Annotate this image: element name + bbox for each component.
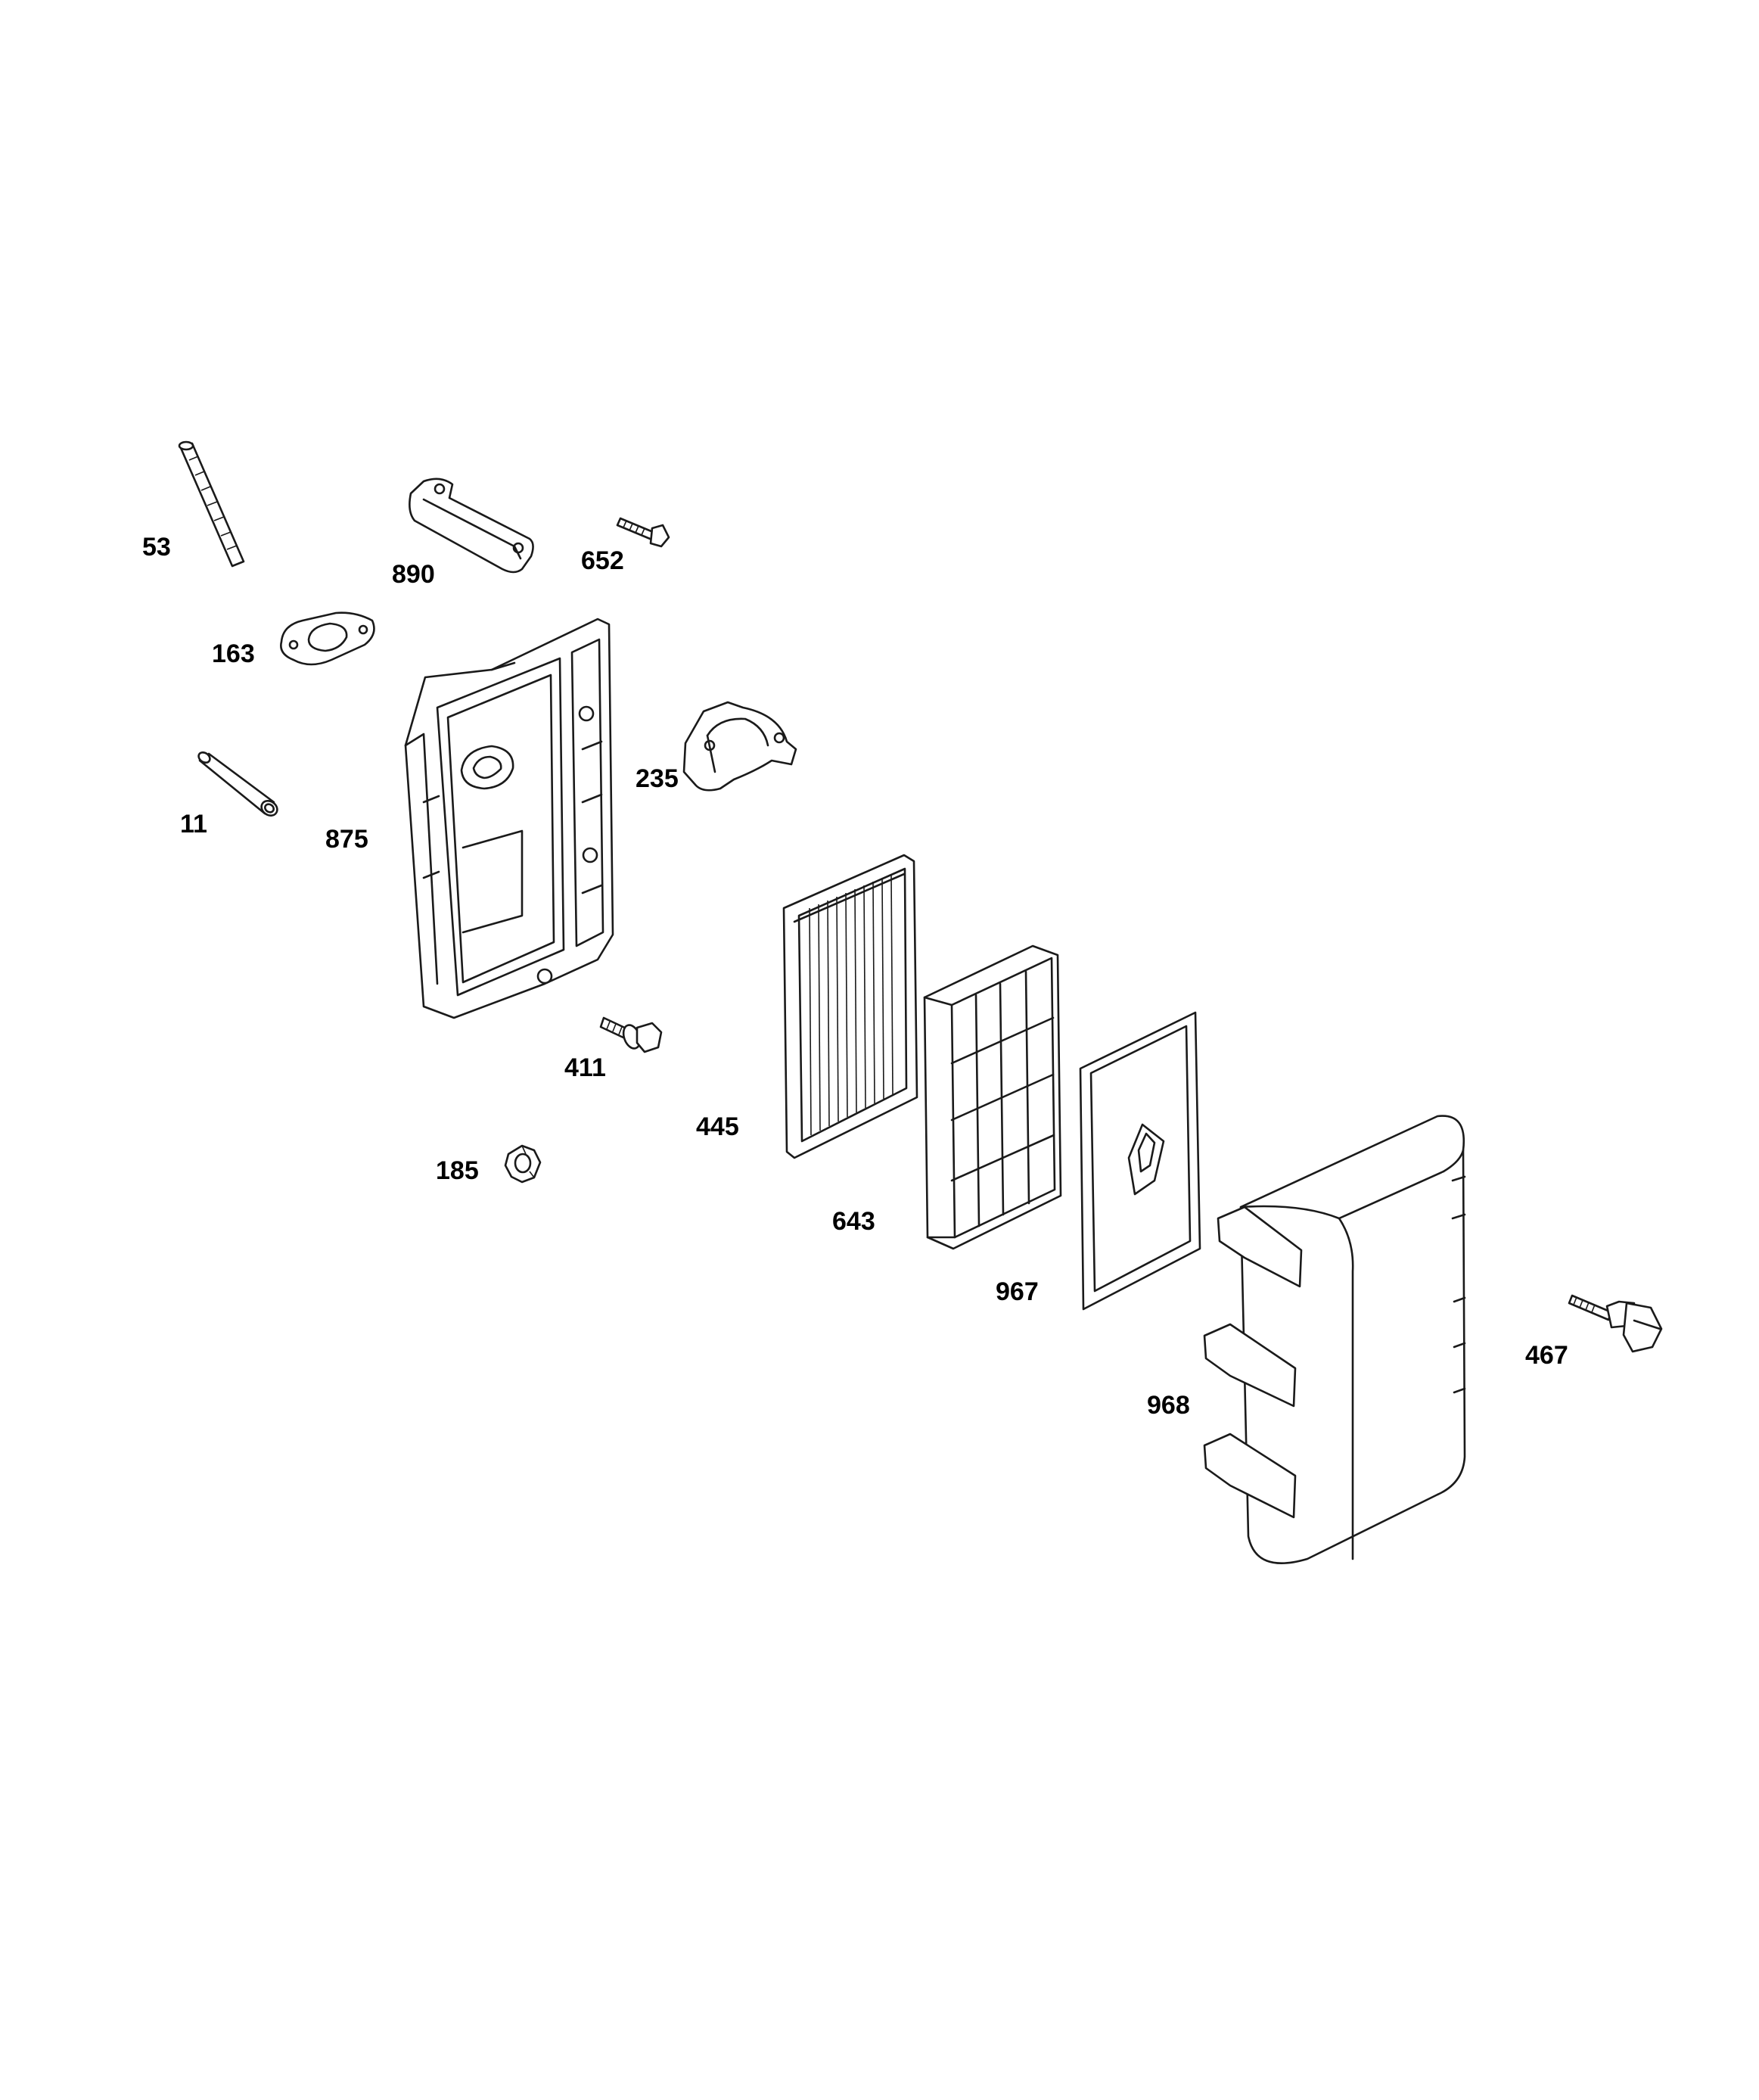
part-235-label: 235 bbox=[636, 764, 679, 793]
part-890-bracket-drawing bbox=[409, 478, 534, 574]
part-185-label: 185 bbox=[436, 1156, 479, 1185]
part-11-tube-drawing bbox=[197, 751, 278, 817]
part-445-filter-drawing bbox=[782, 854, 918, 1159]
part-967-seal-drawing bbox=[1079, 1011, 1201, 1311]
part-652-screw-drawing bbox=[616, 517, 670, 548]
part-11-label: 11 bbox=[180, 810, 207, 838]
part-163-label: 163 bbox=[212, 639, 255, 668]
part-235-clamp-drawing bbox=[682, 701, 797, 792]
part-411-bolt-drawing bbox=[599, 1016, 663, 1053]
part-467-knob-drawing bbox=[1568, 1294, 1663, 1353]
part-53-stud-drawing bbox=[178, 440, 245, 568]
part-467-label: 467 bbox=[1525, 1341, 1568, 1370]
part-445-label: 445 bbox=[696, 1112, 739, 1141]
part-967-label: 967 bbox=[996, 1277, 1039, 1306]
part-968-cover-drawing bbox=[1203, 1115, 1466, 1565]
part-411-label: 411 bbox=[564, 1053, 606, 1082]
part-652-label: 652 bbox=[581, 546, 624, 575]
part-890-label: 890 bbox=[392, 560, 435, 589]
part-875-label: 875 bbox=[325, 825, 368, 854]
part-968-label: 968 bbox=[1147, 1391, 1190, 1420]
part-875-base-drawing bbox=[404, 618, 614, 1019]
part-643-label: 643 bbox=[832, 1207, 875, 1236]
part-53-label: 53 bbox=[142, 533, 171, 562]
part-643-precleaner-drawing bbox=[923, 944, 1062, 1250]
part-163-gasket-drawing bbox=[280, 611, 375, 666]
part-185-nut-drawing bbox=[504, 1144, 542, 1184]
